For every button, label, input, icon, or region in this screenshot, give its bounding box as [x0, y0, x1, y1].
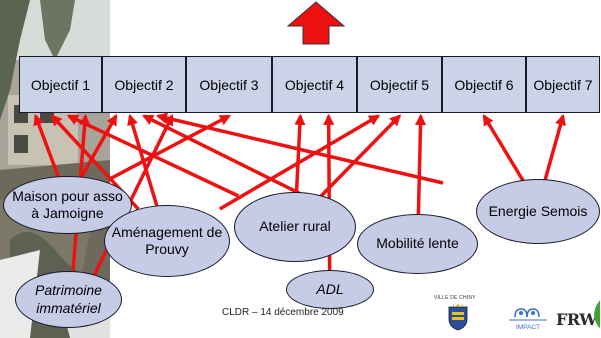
- objective-box-o2: Objectif 2: [102, 56, 186, 113]
- link-arrow-amenagement-o2: [127, 113, 160, 210]
- up-arrow-icon: [286, 1, 346, 45]
- impact-logo: IMPACT: [509, 308, 547, 331]
- chiny-crest-logo: [448, 304, 468, 331]
- link-arrow-energie-o2: [155, 112, 444, 185]
- objective-box-o4: Objectif 4: [272, 56, 357, 113]
- link-arrow-maison-o2: [78, 114, 118, 181]
- project-ellipse-energie: Energie Semois: [476, 179, 600, 244]
- objective-label: Objectif 2: [114, 76, 174, 93]
- link-arrow-maison-o1: [33, 113, 62, 181]
- frw-leaf-icon: [594, 300, 600, 328]
- objective-label: Objectif 7: [533, 76, 593, 93]
- objective-box-o5: Objectif 5: [357, 56, 442, 113]
- project-label-line: à Jamoigne: [31, 205, 104, 221]
- project-ellipse-adl: ADL: [286, 270, 374, 309]
- objective-label: Objectif 1: [30, 76, 91, 93]
- link-arrow-atelier-o4: [294, 113, 306, 197]
- chiny-caption: VILLE DE CHINY: [434, 295, 476, 301]
- objective-label: Objectif 6: [454, 76, 514, 93]
- link-arrow-atelier-o5: [319, 114, 402, 198]
- project-label-line: Aménagement de: [111, 223, 223, 240]
- objective-box-o3: Objectif 3: [186, 56, 272, 113]
- link-arrow-mobilite-o5: [414, 113, 427, 219]
- impact-logo-text: IMPACT: [516, 324, 540, 331]
- project-label-line: immatériel: [36, 299, 101, 316]
- project-label-line: Energie Semois: [488, 202, 588, 219]
- link-arrow-energie-o6: [482, 114, 526, 184]
- link-arrow-energie-o7: [542, 113, 566, 184]
- footer-text: CLDR – 14 décembre 2009: [222, 307, 344, 318]
- project-label-line: Atelier rural: [259, 218, 331, 235]
- project-label-line: Prouvy: [145, 241, 189, 257]
- project-label-line: Maison pour asso: [12, 187, 123, 204]
- objective-label: Objectif 4: [284, 76, 345, 93]
- objective-label: Objectif 3: [199, 76, 259, 93]
- project-label-line: Patrimoine: [35, 282, 102, 298]
- objective-label: Objectif 5: [369, 76, 430, 93]
- objective-box-o6: Objectif 6: [442, 56, 526, 113]
- objective-box-o1: Objectif 1: [19, 56, 102, 113]
- project-ellipse-atelier: Atelier rural: [234, 192, 356, 262]
- project-ellipse-mobilite: Mobilité lente: [357, 214, 478, 274]
- objective-box-o7: Objectif 7: [526, 56, 600, 113]
- frw-logo: FRW: [556, 310, 597, 329]
- project-label-line: ADL: [316, 280, 344, 297]
- project-label-line: Mobilité lente: [376, 235, 459, 252]
